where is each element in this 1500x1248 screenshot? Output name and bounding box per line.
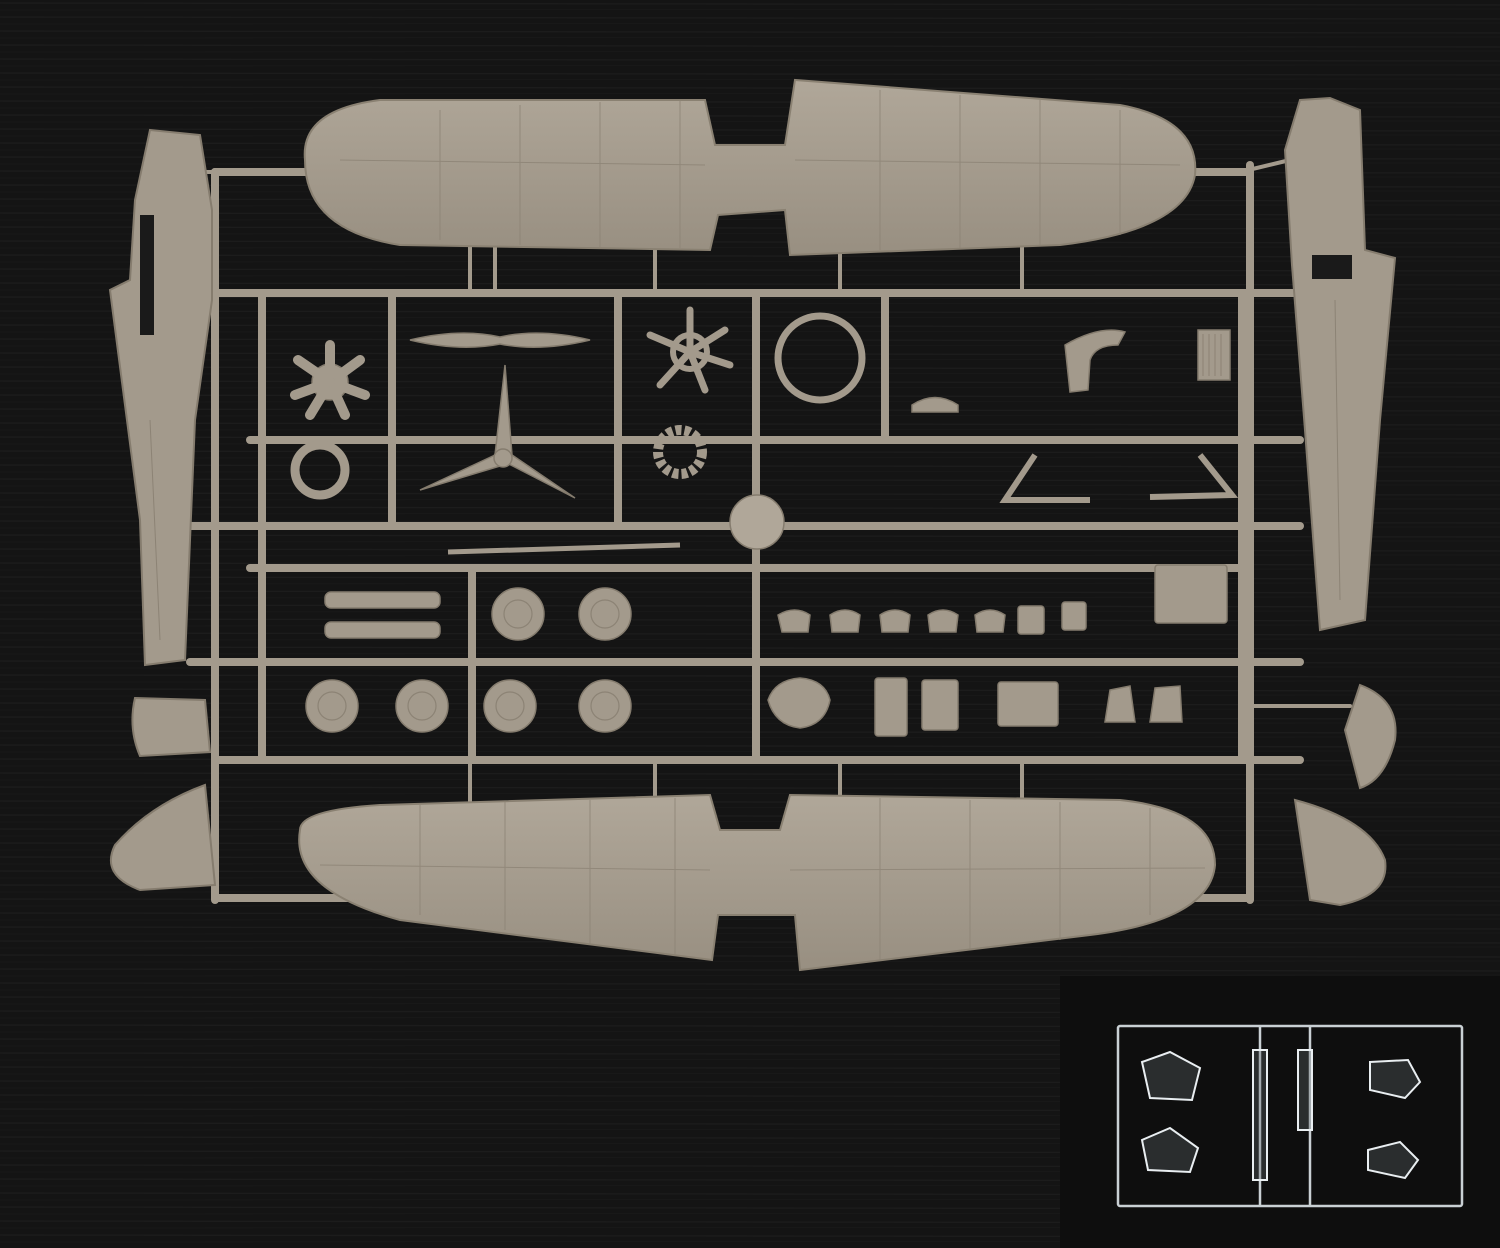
clear-sprue-inset: [1060, 976, 1500, 1248]
propeller-three-blade: [419, 364, 576, 499]
bulkhead-plate: [1154, 564, 1228, 624]
engine-rear-row: [646, 306, 734, 394]
engine-gear-ring: [653, 425, 707, 479]
drop-tank-upper: [324, 591, 441, 609]
canopy-pieces: [1140, 1049, 1422, 1181]
cowling-hoop: [774, 312, 866, 404]
tailplane-right: [1293, 798, 1387, 907]
fuselage-right-half: [1283, 96, 1397, 632]
drop-tank-lower: [324, 621, 441, 639]
lower-row-parts: [767, 677, 1183, 737]
rudder-left: [131, 696, 212, 758]
wheels: [305, 587, 632, 733]
fuselage-left-half: [108, 128, 213, 667]
strut-right: [1149, 453, 1239, 500]
seat-frame: [1064, 329, 1127, 393]
rudder-right: [1343, 683, 1397, 790]
small-parts: [290, 306, 1239, 737]
engine-cowl-ring: [290, 440, 350, 500]
radial-engine: [290, 340, 370, 420]
instrument-panel: [911, 396, 959, 413]
small-cups-row: [777, 601, 1087, 635]
upper-wing: [303, 78, 1197, 257]
clear-sprue: [1116, 1024, 1464, 1208]
propeller-two-blade: [409, 332, 591, 348]
tailplane-left: [110, 783, 217, 892]
strut-left: [999, 453, 1090, 503]
prop-shaft: [447, 542, 681, 555]
spinner-disc: [729, 494, 785, 550]
lower-wing: [298, 793, 1217, 972]
main-sprue: [186, 158, 1352, 904]
